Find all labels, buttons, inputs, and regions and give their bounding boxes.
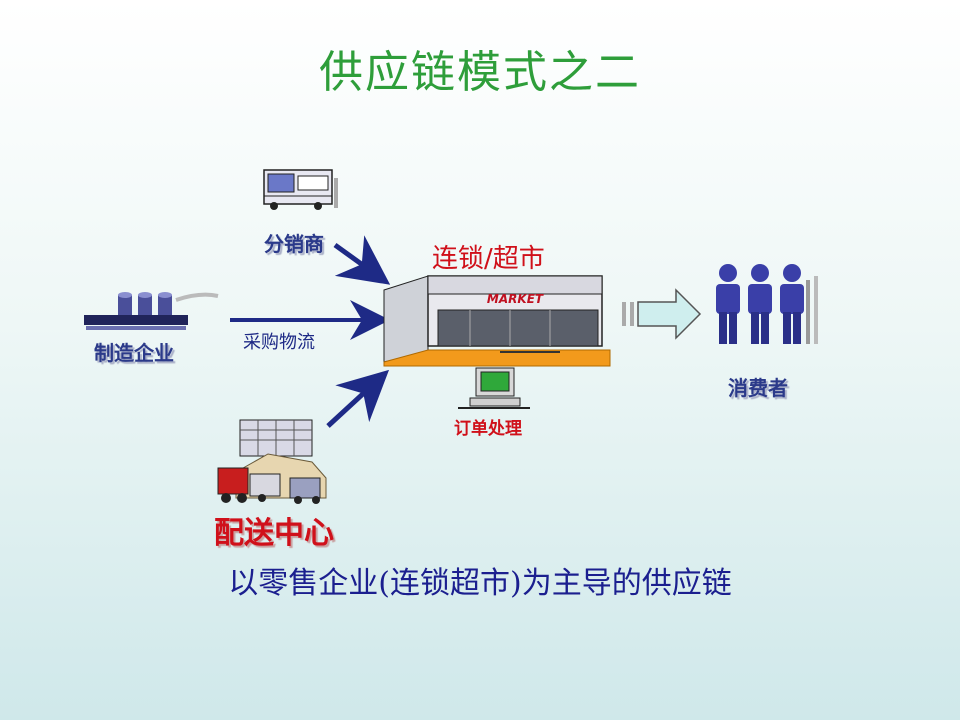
- purchase-logistics-label: 采购物流: [243, 332, 315, 353]
- arrow-distributor-to-store: [333, 235, 391, 285]
- arrow-distribution-to-store: [326, 369, 390, 428]
- store-label: 连锁/超市: [432, 244, 545, 274]
- distribution-center-label: 配送中心: [214, 516, 334, 551]
- consumer-label: 消费者: [728, 376, 788, 400]
- page-title: 供应链模式之二: [319, 47, 641, 98]
- diagram-caption: 以零售企业(连锁超市)为主导的供应链: [228, 566, 732, 601]
- order-processing-label: 订单处理: [454, 419, 522, 439]
- consumers-people-icon: [716, 264, 818, 344]
- factory-icon: [84, 292, 219, 330]
- manufacturer-label: 制造企业: [94, 341, 174, 365]
- supermarket-building-icon: [383, 275, 611, 367]
- computer-terminal-icon: [458, 367, 530, 409]
- distribution-center-icon: [217, 419, 327, 504]
- distributor-bus-icon: [263, 169, 338, 210]
- arrow-store-to-consumer: [622, 288, 702, 340]
- store-sign: MARKET: [487, 292, 544, 306]
- distributor-label: 分销商: [264, 232, 324, 256]
